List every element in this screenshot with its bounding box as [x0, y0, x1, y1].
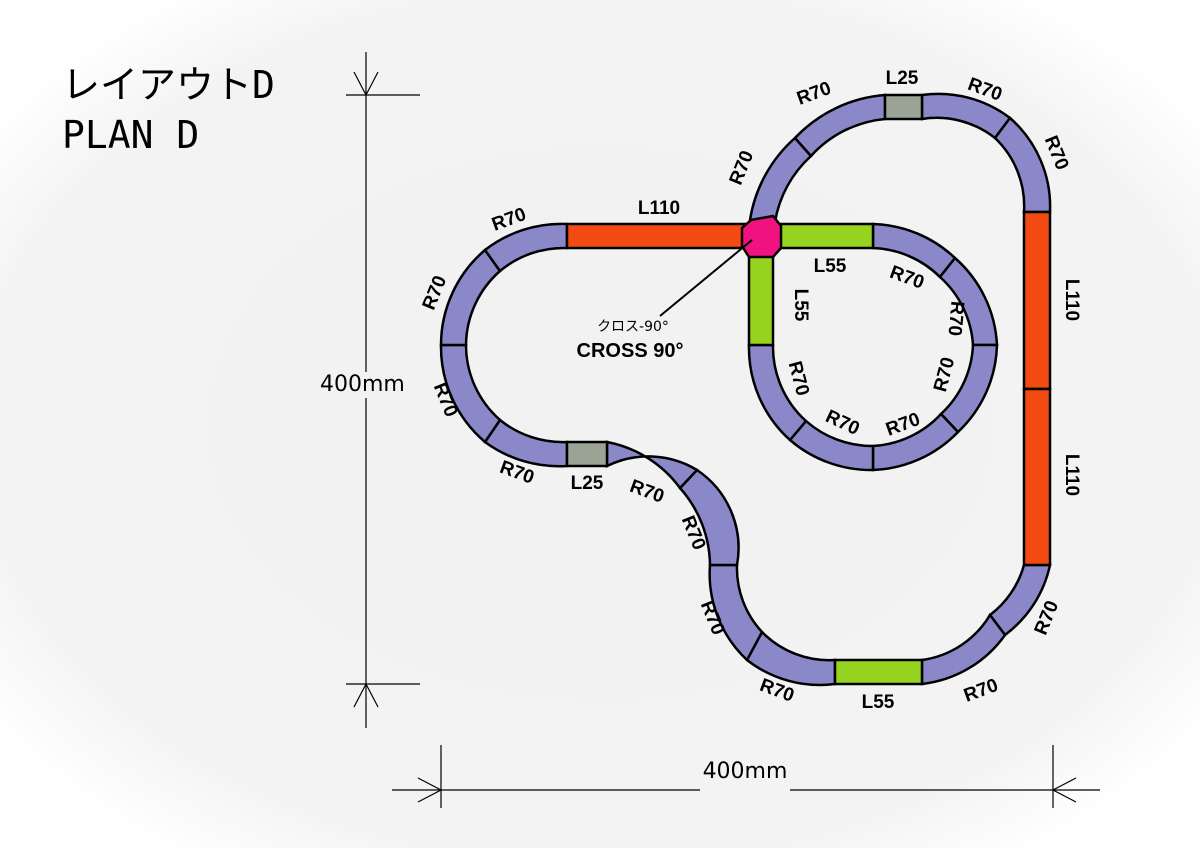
straight-track-group — [565, 93, 1052, 686]
track-l25 — [883, 93, 924, 121]
title-block: レイアウトD PLAN D — [62, 60, 275, 160]
crossing-label-en: CROSS 90° — [577, 340, 684, 362]
track-l55 — [747, 254, 775, 347]
label-l25: L25 — [886, 68, 919, 89]
crossing-label-jp: クロス-90° — [597, 319, 669, 335]
track-l110 — [1022, 210, 1052, 391]
height-dimension — [346, 52, 420, 728]
height-label: 400mm — [320, 372, 405, 397]
label-l25: L25 — [571, 473, 604, 494]
page-title-jp: レイアウトD — [62, 63, 275, 107]
label-l55: L55 — [790, 289, 811, 322]
track-r70 — [678, 468, 740, 567]
label-l110: L110 — [1061, 279, 1082, 321]
track-l55 — [778, 222, 875, 250]
page-title-en: PLAN D — [62, 113, 200, 157]
label-l110: L110 — [638, 198, 680, 219]
crossing-90 — [740, 214, 783, 259]
width-dimension — [392, 745, 1100, 808]
curve-track-group — [439, 92, 1052, 687]
label-l55: L55 — [862, 692, 895, 713]
width-label: 400mm — [703, 759, 788, 784]
label-l110: L110 — [1061, 454, 1082, 496]
track-l25 — [565, 440, 609, 468]
label-l55: L55 — [814, 256, 847, 277]
track-l55 — [833, 658, 924, 686]
crossing-leader-line — [659, 239, 753, 317]
track-l110 — [1022, 387, 1052, 567]
label-r70: R70 — [943, 300, 967, 337]
track-l110 — [565, 222, 751, 250]
